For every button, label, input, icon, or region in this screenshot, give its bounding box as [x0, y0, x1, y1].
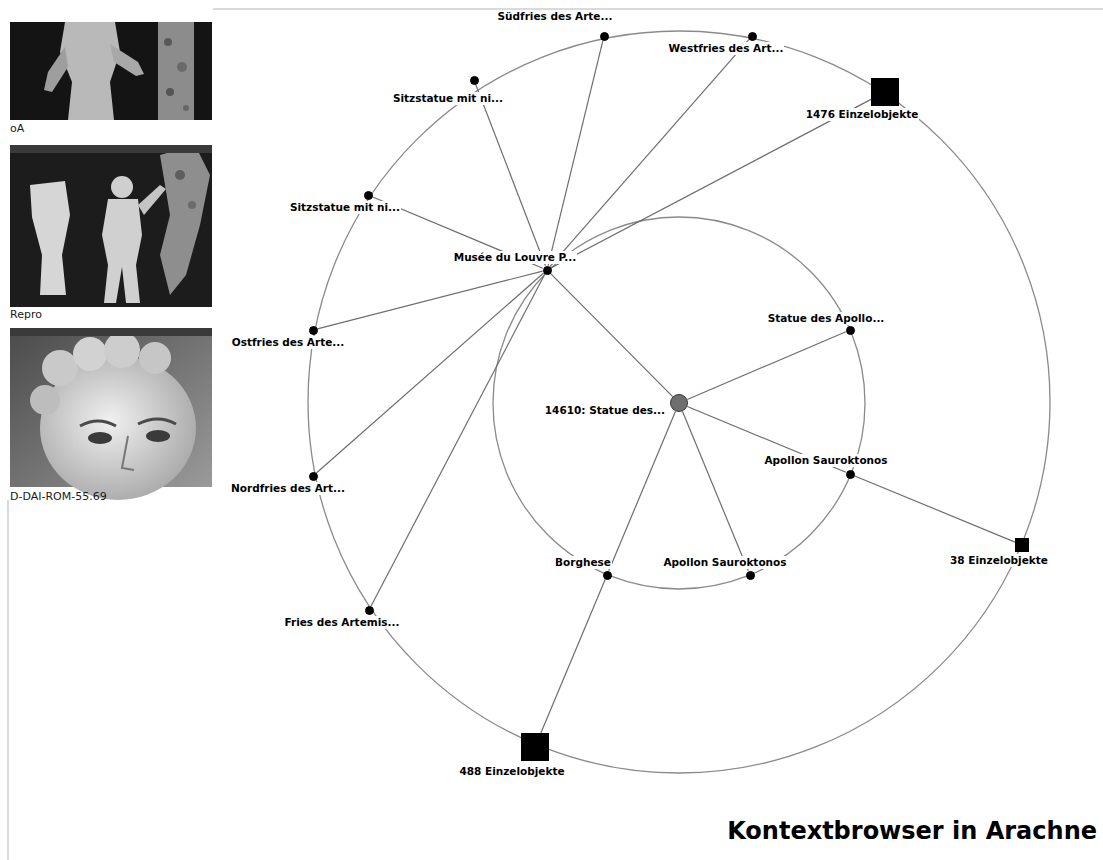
- dot-shape: [470, 76, 479, 85]
- group-square: 38 Einzelobjekte: [1015, 538, 1029, 552]
- dot-shape: [846, 470, 854, 478]
- dot-shape: [746, 571, 755, 580]
- dot-shape: [364, 191, 372, 199]
- connector-line: [541, 579, 605, 733]
- node-dot: Fries des Artemis...: [365, 606, 374, 615]
- node-label: Apollon Sauroktonos: [662, 556, 787, 569]
- connector-line: [550, 273, 672, 396]
- dot-shape: [365, 606, 373, 614]
- dot-shape: [603, 571, 611, 579]
- thumbnail-photo: [10, 22, 212, 120]
- thumbnail-photo: [10, 328, 212, 500]
- dot-shape: [600, 32, 608, 40]
- dot-shape: [671, 395, 688, 412]
- center-node: 14610: Statue des...: [670, 394, 688, 412]
- connector-line: [854, 476, 1015, 542]
- group-square: 1476 Einzelobjekte: [871, 78, 899, 106]
- dot-shape: [600, 32, 609, 41]
- dot-shape: [309, 472, 318, 481]
- dot-shape: [365, 606, 374, 615]
- node-label: Fries des Artemis...: [283, 616, 400, 629]
- thumbnail-photo: [10, 145, 212, 307]
- dot-shape: [846, 326, 854, 334]
- node-label: 14610: Statue des...: [544, 404, 666, 417]
- square-shape: [871, 78, 899, 106]
- frame-line: [8, 500, 9, 860]
- square-shape: [871, 78, 899, 106]
- node-label: Sitzstatue mit ni...: [289, 201, 401, 214]
- connector-line: [476, 84, 546, 266]
- node-label: Statue des Apollo...: [767, 312, 886, 325]
- node-label: Nordfries des Art...: [230, 482, 346, 495]
- node-dot: Südfries des Arte...: [600, 32, 609, 41]
- node-dot: Apollon Sauroktonos: [846, 470, 855, 479]
- square-shape: [521, 733, 549, 761]
- node-label: Borghese: [554, 556, 612, 569]
- connector-line: [551, 99, 871, 268]
- dot-shape: [364, 191, 373, 200]
- frame-line: [213, 9, 1103, 10]
- connector-line: [317, 271, 542, 329]
- dot-shape: [470, 76, 478, 84]
- node-dot: Nordfries des Art...: [309, 472, 318, 481]
- dot-shape: [543, 266, 552, 275]
- dot-shape: [603, 571, 612, 580]
- dot-shape: [746, 571, 754, 579]
- node-label: 38 Einzelobjekte: [949, 554, 1049, 567]
- connector-line: [687, 332, 846, 400]
- node-label: 1476 Einzelobjekte: [805, 108, 920, 121]
- dot-shape: [846, 326, 855, 335]
- dot-shape: [309, 472, 317, 480]
- square-shape: [1015, 538, 1029, 552]
- group-square: 488 Einzelobjekte: [521, 733, 549, 761]
- dot-shape: [748, 32, 757, 41]
- node-dot: Apollon Sauroktonos: [746, 571, 755, 580]
- thumbnail-caption: Repro: [10, 308, 42, 321]
- node-dot: Borghese: [603, 571, 612, 580]
- dot-shape: [846, 470, 855, 479]
- page-title: Kontextbrowser in Arachne: [727, 816, 1097, 846]
- node-dot: Sitzstatue mit ni...: [470, 76, 479, 85]
- node-dot: Sitzstatue mit ni...: [364, 191, 373, 200]
- node-label: 488 Einzelobjekte: [458, 765, 565, 778]
- connector-line: [371, 274, 545, 606]
- node-label: Südfries des Arte...: [497, 10, 614, 23]
- dot-shape: [309, 326, 317, 334]
- dot-shape: [748, 32, 756, 40]
- connector-line: [682, 411, 748, 571]
- node-label: Musée du Louvre P...: [453, 251, 578, 264]
- inner-ring: [493, 217, 865, 589]
- dot-shape: [670, 394, 688, 412]
- connector-line: [316, 273, 543, 473]
- outer-ring: [308, 31, 1050, 773]
- square-shape: [1015, 538, 1029, 552]
- node-label: Westfries des Art...: [668, 42, 785, 55]
- connector-line: [548, 40, 603, 265]
- node-dot: Ostfries des Arte...: [309, 326, 318, 335]
- thumbnail-caption: oA: [10, 122, 24, 135]
- thumbnail-caption: D-DAI-ROM-55.69: [10, 490, 107, 503]
- node-label: Ostfries des Arte...: [231, 336, 346, 349]
- dot-shape: [543, 266, 551, 274]
- node-dot: Musée du Louvre P...: [543, 266, 552, 275]
- connector-line: [550, 39, 749, 266]
- node-label: Sitzstatue mit ni...: [392, 92, 504, 105]
- node-dot: Westfries des Art...: [748, 32, 757, 41]
- dot-shape: [309, 326, 318, 335]
- square-shape: [521, 733, 549, 761]
- connector-line: [609, 411, 676, 571]
- node-label: Apollon Sauroktonos: [763, 454, 888, 467]
- node-dot: Statue des Apollo...: [846, 326, 855, 335]
